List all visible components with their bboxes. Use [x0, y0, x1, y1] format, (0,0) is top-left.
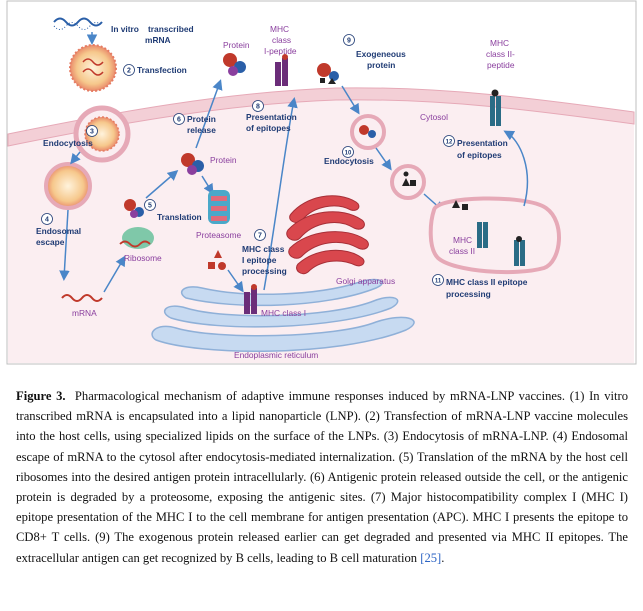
- step-12: 12: [446, 140, 453, 146]
- label-mhc2-proc-2: processing: [446, 289, 491, 299]
- label-presentation-2: of epitopes: [246, 123, 291, 133]
- label-mhc1-pep-3: I-peptide: [264, 46, 297, 56]
- mhc-class-i-membrane-icon: [275, 54, 288, 86]
- label-cytosol: Cytosol: [420, 112, 448, 122]
- caption-body: Pharmacological mechanism of adaptive im…: [16, 389, 629, 565]
- label-mhc2-pep-1: MHC: [490, 38, 509, 48]
- label-presentation2-2: of epitopes: [457, 150, 502, 160]
- ribosome-icon: [119, 227, 154, 249]
- lnp-endosome-icon: [44, 162, 92, 210]
- cell-membrane: [7, 87, 635, 147]
- lnp-particle-icon: [69, 44, 117, 92]
- label-proteasome: Proteasome: [196, 230, 241, 240]
- label-mhc1-pep-2: class: [272, 35, 291, 45]
- step-8: 8: [256, 104, 260, 111]
- caption-heading: Figure 3.: [16, 389, 66, 403]
- mrna-icon: [61, 294, 103, 302]
- citation-link[interactable]: [25]: [420, 550, 442, 565]
- label-transfection: Transfection: [137, 65, 187, 75]
- endosome-fragments-icon: [390, 164, 426, 200]
- ivt-mrna-icon: [53, 17, 103, 27]
- label-protein-release-1: Protein: [187, 114, 216, 124]
- step-9: 9: [347, 38, 351, 45]
- endoplasmic-reticulum-shape: [151, 278, 415, 352]
- exogenous-protein-icon: [317, 63, 339, 84]
- proteasome-icon: [208, 190, 230, 224]
- label-mhc1-proc-3: processing: [242, 266, 287, 276]
- label-ivt-1: In vitro: [111, 24, 139, 34]
- label-mhc-class-ii-2: class II: [449, 246, 475, 256]
- label-exogenous-2: protein: [367, 60, 395, 70]
- label-ivt-3: mRNA: [145, 35, 171, 45]
- step-7: 7: [258, 233, 262, 240]
- caption-end: .: [441, 550, 445, 565]
- golgi-apparatus-shape: [286, 195, 369, 275]
- label-mhc1-proc-1: MHC class: [242, 244, 285, 254]
- step-2: 2: [127, 68, 131, 75]
- label-presentation2-1: Presentation: [457, 138, 508, 148]
- protein-translation-icon: [124, 199, 144, 218]
- protein-cytosol-icon: [181, 153, 204, 175]
- step-markers: [41, 34, 455, 286]
- mhc-class-ii-membrane-icon: [490, 89, 501, 126]
- protein-released-icon: [223, 53, 246, 76]
- label-endosomal-2: escape: [36, 237, 65, 247]
- label-mrna: mRNA: [72, 308, 97, 318]
- step-4: 4: [45, 217, 49, 224]
- label-mhc1-proc-2: I epitope: [242, 255, 277, 265]
- label-golgi: Golgi apparatus: [336, 276, 395, 286]
- label-mhc2-pep-3: peptide: [487, 60, 515, 70]
- label-er: Endoplasmic reticulum: [234, 350, 318, 360]
- label-endocytosis-2: Endocytosis: [324, 156, 374, 166]
- label-endocytosis: Endocytosis: [43, 138, 93, 148]
- mhc-class-ii-compartment: [428, 196, 561, 275]
- step-3: 3: [90, 129, 94, 136]
- label-ivt-2: transcribed: [148, 24, 194, 34]
- label-protein-cytosol: Protein: [210, 155, 237, 165]
- step-10: 10: [345, 151, 352, 157]
- label-protein-top: Protein: [223, 40, 250, 50]
- step-11: 11: [435, 279, 442, 285]
- label-protein-release-2: release: [187, 125, 216, 135]
- label-mhc2-proc-1: MHC class II epitope: [446, 277, 528, 287]
- label-endosomal-1: Endosomal: [36, 226, 81, 236]
- label-mhc-class-ii-1: MHC: [453, 235, 472, 245]
- cytosol-region: [8, 93, 634, 363]
- peptide-fragments-icon: [208, 250, 226, 270]
- step-5: 5: [148, 203, 152, 210]
- step-6: 6: [177, 117, 181, 124]
- label-translation: Translation: [157, 212, 202, 222]
- endosome-exogenous-icon: [350, 114, 386, 150]
- label-presentation-1: Presentation: [246, 112, 297, 122]
- label-mhc1-pep-1: MHC: [270, 24, 289, 34]
- mhc-class-i-er-icon: [244, 284, 257, 314]
- label-ribosome: Ribosome: [124, 253, 162, 263]
- figure-illustration: 2 3 4 5 6 7 8 9 10 11 12 In vitro transc…: [6, 0, 637, 365]
- label-mhc-class-i: MHC class I: [261, 308, 306, 318]
- label-mhc2-pep-2: class II-: [486, 49, 515, 59]
- figure-caption: Figure 3. Pharmacological mechanism of a…: [16, 386, 628, 568]
- label-exogenous-1: Exogeneous: [356, 49, 406, 59]
